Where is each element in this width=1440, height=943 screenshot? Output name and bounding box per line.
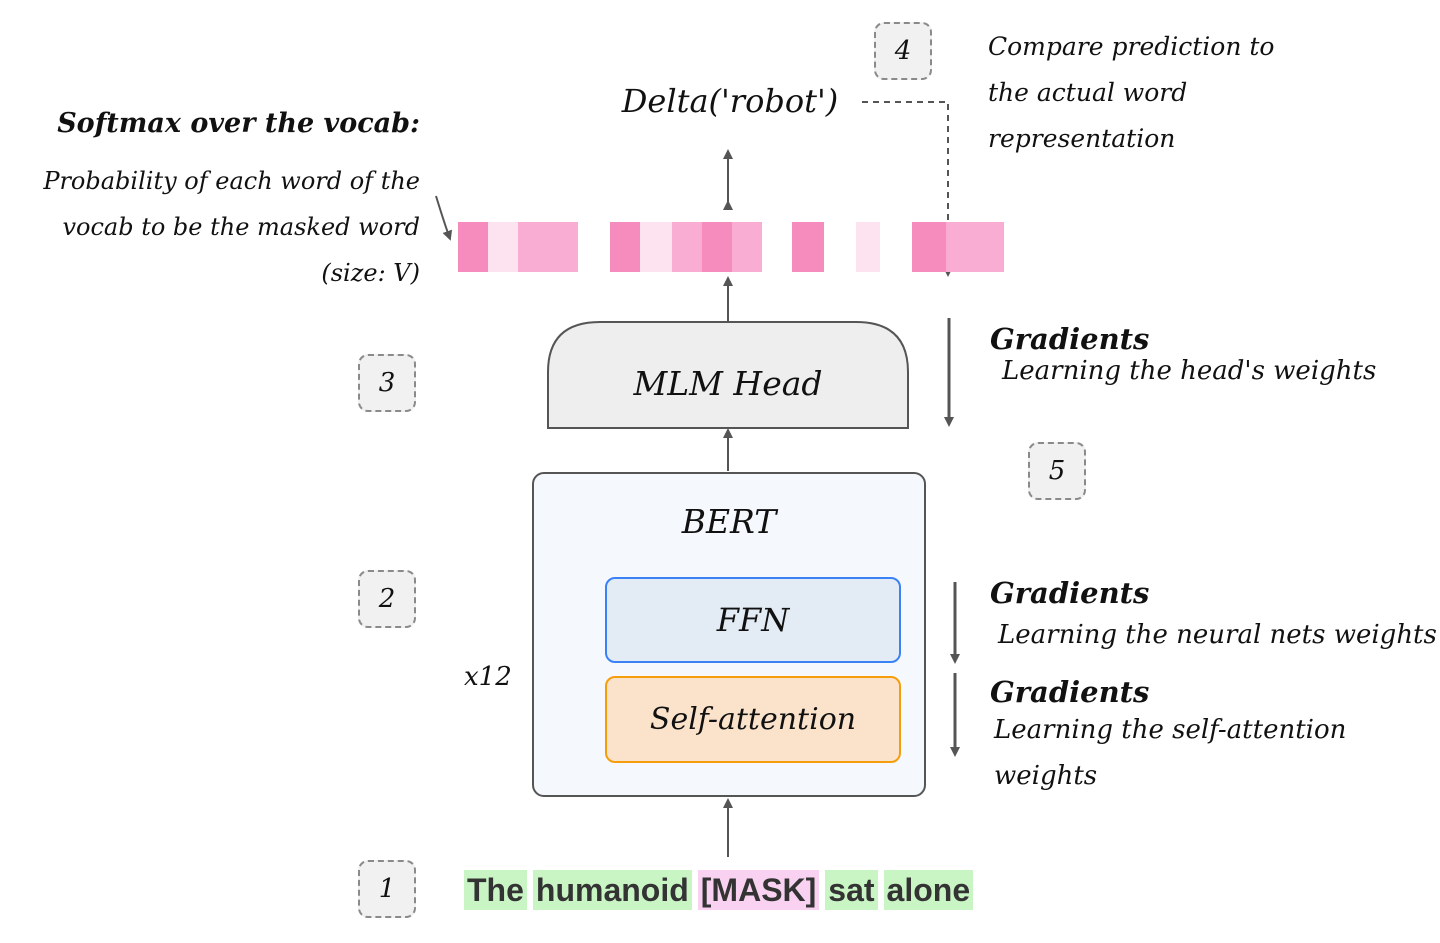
- sentence-token: alone: [883, 870, 974, 910]
- gradient-head-annotation: Gradients Learning the head's weights: [990, 322, 1376, 394]
- step-5-badge: 5: [1028, 442, 1086, 500]
- gradient-title: Gradients: [990, 675, 1150, 709]
- vocab-cell: [548, 222, 578, 272]
- ffn-block: FFN: [605, 577, 901, 663]
- gradient-ffn-annotation: Gradients Learning the neural nets weigh…: [990, 576, 1437, 658]
- compare-dashed-arrow: [862, 101, 953, 277]
- softmax-pointer-arrow: [435, 195, 453, 241]
- step-4-badge: 4: [874, 22, 932, 80]
- softmax-description-line: Probability of each word of the: [43, 167, 420, 195]
- step-2-badge: 2: [358, 570, 416, 628]
- vocab-cell: [732, 222, 762, 272]
- compare-note-line: Compare prediction to: [988, 32, 1275, 61]
- vocab-cell: [672, 222, 702, 272]
- self-attention-label: Self-attention: [649, 702, 857, 737]
- vocab-cell: [702, 222, 732, 272]
- input-sentence: The humanoid [MASK] sat alone: [464, 868, 974, 912]
- sentence-token: sat: [825, 870, 878, 910]
- vocab-cell: [856, 222, 880, 272]
- gradient-description: Learning the self-attention: [994, 715, 1347, 745]
- delta-label: Delta('robot'): [621, 82, 839, 120]
- self-attention-block: Self-attention: [605, 676, 901, 763]
- sentence-token-mask: [MASK]: [697, 870, 820, 910]
- vocab-cell: [912, 222, 946, 272]
- vocab-cell: [518, 222, 548, 272]
- sentence-token: humanoid: [532, 870, 692, 910]
- softmax-description: Probability of each word of the vocab to…: [10, 158, 420, 296]
- mlm-head-shape: [547, 321, 909, 429]
- step-3-badge: 3: [358, 354, 416, 412]
- vocab-cell: [458, 222, 488, 272]
- repeat-label: x12: [464, 662, 512, 692]
- softmax-description-line: (size: V): [321, 259, 420, 287]
- gradient-title: Gradients: [990, 322, 1150, 356]
- gradient-description: Learning the head's weights: [1002, 356, 1377, 386]
- vocab-cell: [976, 222, 1004, 272]
- vocab-cell: [792, 222, 824, 272]
- vocab-cell: [640, 222, 672, 272]
- gradient-title: Gradients: [990, 576, 1150, 610]
- vocab-cell: [488, 222, 518, 272]
- bert-label: BERT: [681, 502, 777, 541]
- vocab-cell: [610, 222, 640, 272]
- softmax-title: Softmax over the vocab:: [57, 108, 420, 139]
- ffn-label: FFN: [716, 601, 790, 639]
- gradient-description: Learning the neural nets weights: [998, 620, 1437, 650]
- mlm-head-label: MLM Head: [633, 364, 823, 403]
- softmax-description-line: vocab to be the masked word: [62, 213, 420, 241]
- step-1-badge: 1: [358, 860, 416, 918]
- sentence-token: The: [464, 870, 527, 910]
- vocab-cell: [946, 222, 976, 272]
- gradient-description: weights: [994, 761, 1098, 791]
- compare-note-line: representation: [988, 124, 1176, 153]
- compare-note: Compare prediction to the actual word re…: [988, 24, 1388, 162]
- gradient-self-attention-annotation: Gradients Learning the self-attention we…: [990, 675, 1346, 799]
- compare-note-line: the actual word: [988, 78, 1188, 107]
